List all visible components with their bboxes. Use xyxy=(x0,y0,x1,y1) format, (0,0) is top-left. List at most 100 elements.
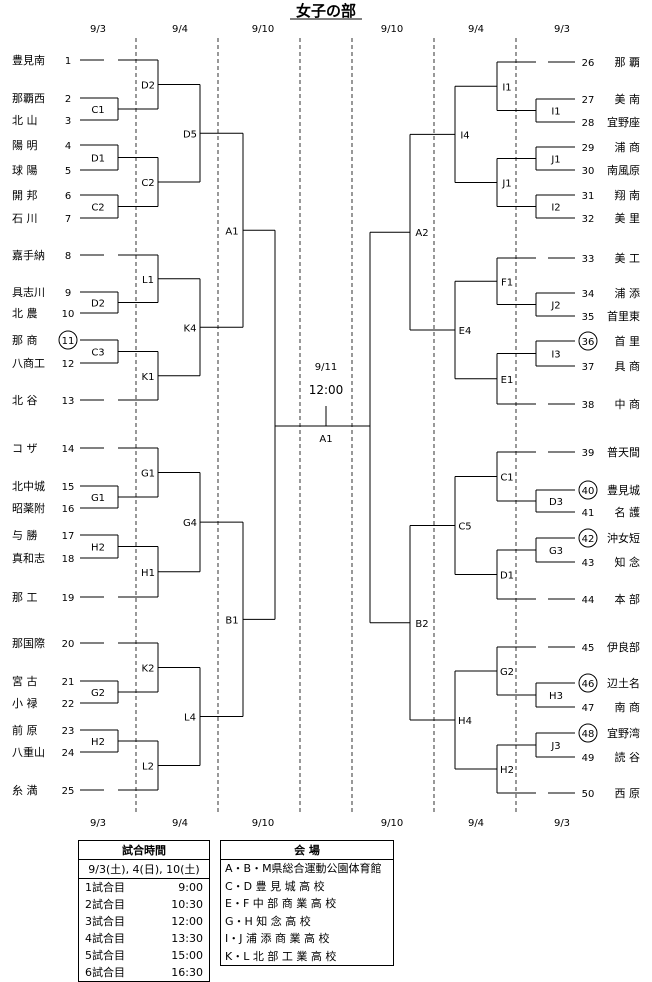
date-header-top: 9/4 xyxy=(172,24,188,35)
date-header-top: 9/4 xyxy=(468,24,484,35)
left-team-name: 嘉手納 xyxy=(12,248,45,262)
right-team-number: 36 xyxy=(582,337,595,348)
right-team-number: 26 xyxy=(582,58,595,69)
match-label: I1 xyxy=(551,107,560,118)
venue-row: G・H 知 念 高 校 xyxy=(225,914,311,928)
date-header-bottom: 9/10 xyxy=(252,818,274,829)
seed-circle xyxy=(578,723,598,743)
match-label: G2 xyxy=(91,688,105,699)
seed-circle xyxy=(578,673,598,693)
seed-circle xyxy=(578,480,598,500)
left-team-name: 具志川 xyxy=(12,286,45,299)
right-team-name: 読 谷 xyxy=(615,750,641,764)
date-header-top: 9/3 xyxy=(90,24,106,35)
left-team-name: 北中城 xyxy=(12,480,45,493)
match-label: E4 xyxy=(459,326,472,337)
right-team-name: 那 覇 xyxy=(615,56,641,69)
right-team-name: 辺土名 xyxy=(607,676,640,690)
left-team-number: 18 xyxy=(62,554,75,565)
schedule-row-label: 1試合目 xyxy=(85,881,125,894)
match-label: D1 xyxy=(91,154,105,165)
match-label: F1 xyxy=(501,277,513,288)
match-label: K2 xyxy=(142,664,155,675)
left-team-name: 那覇西 xyxy=(12,92,45,105)
schedule-row-label: 5試合目 xyxy=(85,949,125,962)
right-team-name: 宜野座 xyxy=(607,115,640,129)
match-label: C2 xyxy=(141,178,154,189)
left-team-number: 9 xyxy=(65,288,71,299)
match-label: H4 xyxy=(458,716,472,727)
right-team-number: 32 xyxy=(582,214,595,225)
left-team-number: 22 xyxy=(62,699,75,710)
right-team-name: 美 南 xyxy=(615,93,641,106)
left-team-name: 豊見南 xyxy=(12,54,45,67)
date-header-bottom: 9/10 xyxy=(381,818,403,829)
left-team-name: 宮 古 xyxy=(12,674,38,688)
left-team-number: 13 xyxy=(62,396,75,407)
schedule-dates: 9/3(土), 4(日), 10(土) xyxy=(79,860,209,879)
match-label: I4 xyxy=(460,130,469,141)
left-team-name: 前 原 xyxy=(12,723,38,737)
right-team-name: 知 念 xyxy=(615,555,641,569)
schedule-row-time: 15:00 xyxy=(171,949,203,962)
match-label: G3 xyxy=(549,546,563,557)
match-label: J2 xyxy=(550,301,560,312)
right-team-number: 33 xyxy=(582,254,595,265)
right-team-name: 浦 商 xyxy=(615,140,641,154)
right-team-number: 48 xyxy=(582,729,595,740)
left-team-name: 北 農 xyxy=(12,306,38,320)
seed-circle xyxy=(578,331,598,351)
left-team-name: 糸 満 xyxy=(12,784,38,797)
left-team-number: 1 xyxy=(65,56,71,67)
right-team-number: 44 xyxy=(582,595,595,606)
left-team-name: 石 川 xyxy=(12,212,38,225)
right-team-name: 南風原 xyxy=(607,164,640,177)
right-team-name: 伊良部 xyxy=(607,640,640,654)
left-team-name: 陽 明 xyxy=(12,139,38,152)
right-team-number: 49 xyxy=(582,753,595,764)
match-label: C1 xyxy=(91,105,104,116)
left-team-number: 23 xyxy=(62,726,75,737)
right-team-number: 40 xyxy=(582,486,595,497)
schedule-row-time: 13:30 xyxy=(171,932,203,945)
match-label: B2 xyxy=(415,619,428,630)
match-label: L2 xyxy=(142,762,154,773)
schedule-row: 5試合目 15:00 xyxy=(79,947,209,964)
match-label: C5 xyxy=(458,522,471,533)
left-team-name: 那 商 xyxy=(12,333,38,347)
left-team-number: 19 xyxy=(62,593,75,604)
left-team-number: 17 xyxy=(62,531,75,542)
left-team-number: 25 xyxy=(62,786,75,797)
right-team-name: 具 商 xyxy=(615,359,641,373)
left-team-number: 15 xyxy=(62,482,75,493)
match-label: H2 xyxy=(91,737,105,748)
left-team-number: 12 xyxy=(62,359,75,370)
match-label: L4 xyxy=(184,713,196,724)
match-label: K1 xyxy=(142,372,155,383)
match-label: I1 xyxy=(502,82,511,93)
left-team-name: 昭薬附 xyxy=(12,501,45,515)
right-team-name: 翔 南 xyxy=(615,188,641,202)
left-team-name: 北 山 xyxy=(12,114,38,127)
match-label: G1 xyxy=(91,493,105,504)
final-date: 9/11 xyxy=(315,362,337,373)
date-header-bottom: 9/3 xyxy=(554,818,570,829)
left-team-number: 2 xyxy=(65,94,71,105)
right-team-number: 35 xyxy=(582,312,595,323)
match-label: C1 xyxy=(500,473,513,484)
match-label: J1 xyxy=(550,155,560,166)
right-team-name: 美 里 xyxy=(615,212,641,225)
left-team-name: 八商工 xyxy=(12,356,45,370)
right-team-number: 50 xyxy=(582,789,595,800)
right-team-name: 西 原 xyxy=(615,787,641,800)
left-team-number: 20 xyxy=(62,639,75,650)
date-header-bottom: 9/3 xyxy=(90,818,106,829)
left-team-number: 5 xyxy=(65,166,71,177)
seed-circle xyxy=(578,528,598,548)
right-team-number: 29 xyxy=(582,143,595,154)
right-team-number: 46 xyxy=(582,679,595,690)
right-team-name: 普天間 xyxy=(607,445,640,459)
date-header-top: 9/10 xyxy=(381,24,403,35)
